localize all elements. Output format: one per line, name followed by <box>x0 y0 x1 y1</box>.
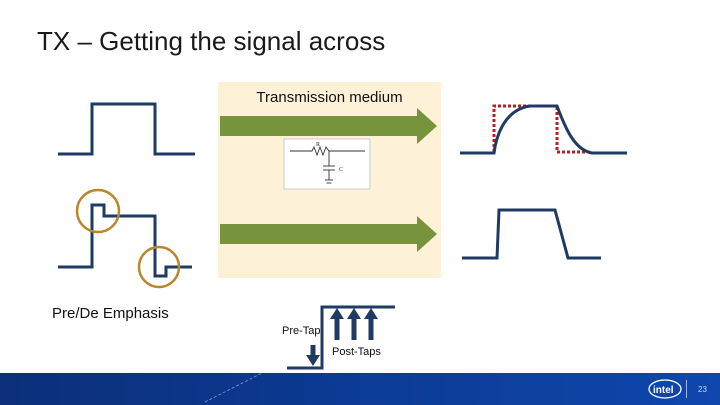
input-pulse-waveform <box>58 102 195 156</box>
degraded-pulse-waveform <box>460 104 627 155</box>
post-taps-label: Post-Taps <box>332 346 381 358</box>
pre-emphasis-circle <box>75 188 121 234</box>
tap-waveform <box>287 305 395 370</box>
pre-de-emphasis-label: Pre/De Emphasis <box>52 305 169 322</box>
emphasized-pulse-waveform <box>58 203 192 278</box>
intel-logo: intel <box>648 379 682 399</box>
resistor-label: R <box>316 142 320 148</box>
rc-circuit-schematic: R C <box>283 138 371 190</box>
top-transmission-arrow <box>220 108 437 144</box>
footer-bar <box>0 373 720 405</box>
de-emphasis-circle <box>137 245 181 289</box>
capacitor-label: C <box>339 167 343 173</box>
slide-title: TX – Getting the signal across <box>37 26 386 56</box>
bottom-transmission-arrow <box>220 216 437 252</box>
transmission-medium-label: Transmission medium <box>256 89 403 106</box>
received-pulse-waveform <box>462 208 601 260</box>
intel-logo-text: intel <box>653 385 674 396</box>
pre-tap-arrow <box>306 345 320 366</box>
page-number: 23 <box>698 385 707 394</box>
post-tap-arrow-2 <box>347 308 361 340</box>
ideal-pulse-dotted <box>492 104 592 154</box>
post-tap-arrow-3 <box>364 308 378 340</box>
footer-divider <box>686 380 687 398</box>
post-tap-arrow-1 <box>330 308 344 340</box>
pre-tap-label: Pre-Tap <box>282 325 321 337</box>
